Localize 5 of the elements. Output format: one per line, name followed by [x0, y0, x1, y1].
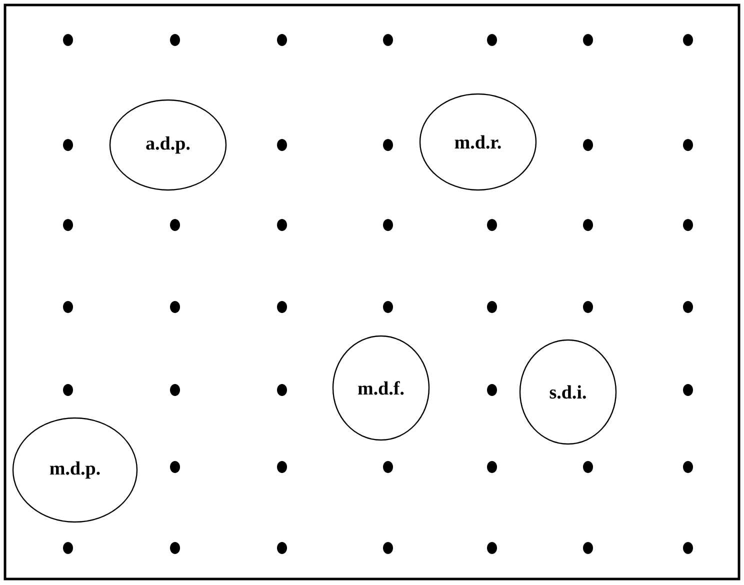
ellipse-label: a.d.p.	[109, 99, 227, 191]
ellipse-label: s.d.i.	[519, 339, 617, 445]
ellipse-label: m.d.r.	[419, 93, 537, 191]
ellipse-label: m.d.f.	[332, 335, 430, 441]
ellipse-label: m.d.p.	[12, 417, 138, 523]
